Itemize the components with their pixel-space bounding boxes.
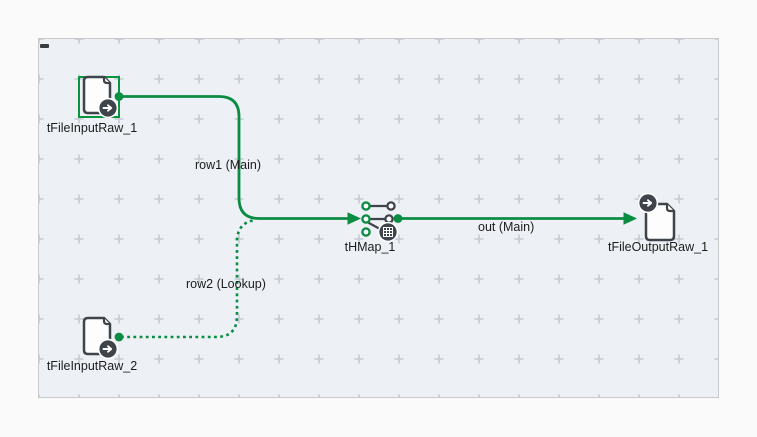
connection-row1-main[interactable]: [119, 95, 348, 220]
component-label-tFileInputRaw_1[interactable]: tFileInputRaw_1: [46, 121, 138, 135]
component-tFileInputRaw_2[interactable]: [81, 316, 121, 366]
file-output-raw-icon: [637, 192, 676, 242]
component-label-tFileOutputRaw_1[interactable]: tFileOutputRaw_1: [607, 240, 709, 254]
component-label-tHMap_1[interactable]: tHMap_1: [344, 240, 396, 254]
file-input-raw-icon: [82, 75, 119, 119]
dash-marker: [40, 44, 49, 48]
component-label-tFileInputRaw_2[interactable]: tFileInputRaw_2: [46, 359, 138, 373]
hmap-icon: [361, 201, 399, 243]
connection-label-row1[interactable]: row1 (Main): [195, 158, 261, 172]
component-tFileOutputRaw_1[interactable]: [636, 192, 680, 249]
component-tHMap_1[interactable]: [358, 198, 402, 251]
file-input-raw-icon: [82, 316, 119, 360]
connection-label-row2[interactable]: row2 (Lookup): [186, 277, 266, 291]
connection-label-out[interactable]: out (Main): [478, 220, 535, 234]
component-tFileInputRaw_1[interactable]: [81, 75, 121, 125]
connection-row2-lookup[interactable]: [121, 218, 257, 339]
